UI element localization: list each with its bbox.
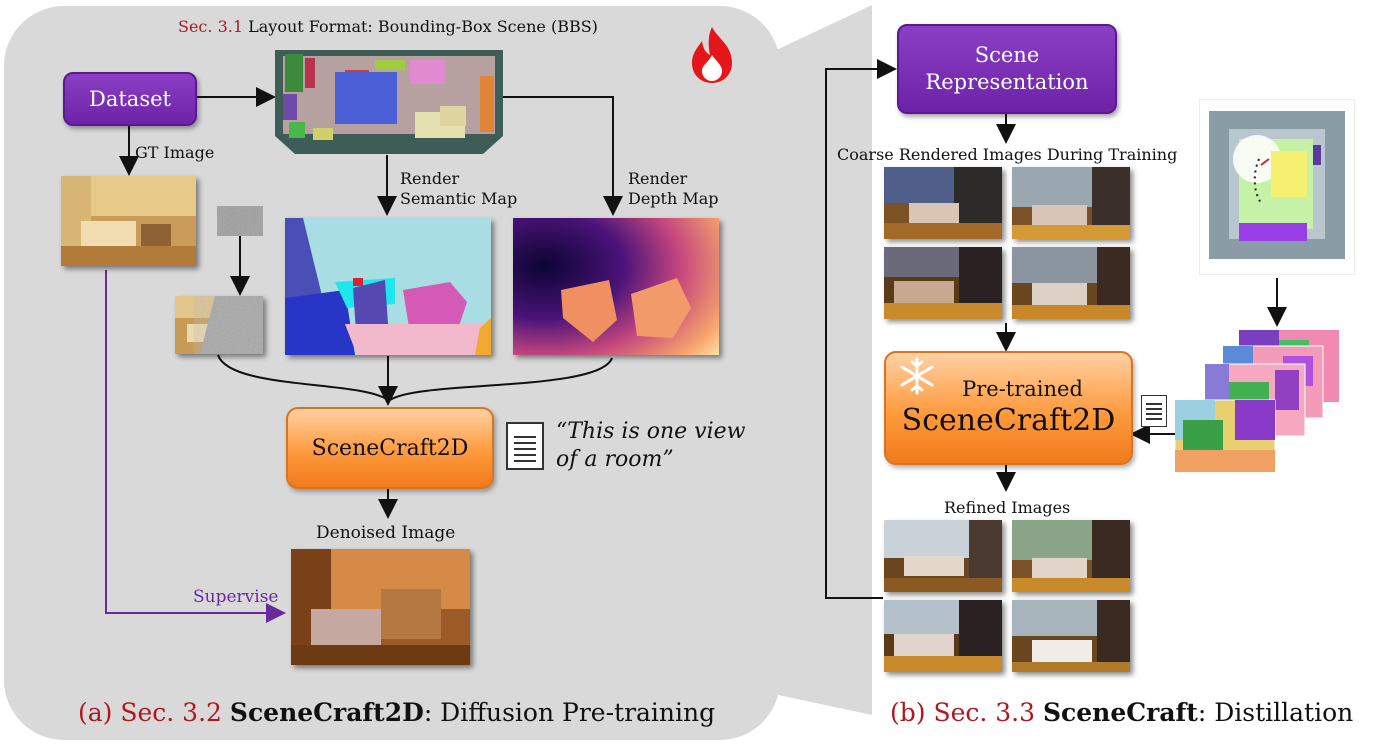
render-depth-line2: Depth Map <box>628 189 719 208</box>
render-depth-line1: Render <box>628 169 688 188</box>
prompt-line1: “This is one view <box>556 419 746 444</box>
noisy-image <box>175 296 263 354</box>
layout-format-text: Layout Format: Bounding-Box Scene (BBS) <box>248 17 598 36</box>
refined-image-2 <box>1012 520 1130 592</box>
coarse-image-3 <box>884 247 1002 319</box>
refined-images-label: Refined Images <box>944 498 1071 517</box>
snowflake-icon <box>900 357 934 395</box>
supervise-label: Supervise <box>193 587 279 607</box>
layout-format-sec: Sec. 3.1 <box>178 17 244 36</box>
caption-b: (b) Sec. 3.3 SceneCraft: Distillation <box>890 698 1353 727</box>
scene-rep-line2: Representation <box>925 70 1089 94</box>
scenecraft2d-label: SceneCraft2D <box>311 435 469 461</box>
stacked-condition-frames <box>1175 330 1339 472</box>
dataset-label: Dataset <box>89 87 171 111</box>
gt-image <box>61 176 196 266</box>
caption-b-suffix: : Distillation <box>1197 698 1354 727</box>
bbs-scene-image <box>275 50 503 154</box>
semantic-map-image <box>285 218 491 355</box>
caption-a: (a) Sec. 3.2 SceneCraft2D: Diffusion Pre… <box>78 698 715 727</box>
render-depth-label: Render Depth Map <box>628 169 719 209</box>
depth-map-image <box>513 218 719 355</box>
dataset-box: Dataset <box>63 72 197 126</box>
coarse-image-2 <box>1012 167 1130 239</box>
prompt-line2: of a room” <box>556 446 674 472</box>
gt-image-label: GT Image <box>135 143 215 162</box>
coarse-image-4 <box>1012 247 1130 319</box>
caption-b-bold: SceneCraft <box>1043 698 1198 727</box>
scene-rep-line1: Scene <box>974 42 1040 67</box>
layout-format-title: Sec. 3.1 Layout Format: Bounding-Box Sce… <box>178 17 598 37</box>
render-semantic-label: Render Semantic Map <box>400 169 517 209</box>
refined-image-1 <box>884 520 1002 592</box>
render-semantic-line1: Render <box>400 169 460 188</box>
pretrained-line1: Pre-trained <box>962 377 1083 402</box>
caption-b-prefix: (b) Sec. 3.3 <box>890 698 1036 727</box>
caption-a-bold: SceneCraft2D <box>229 698 424 727</box>
coarse-image-1 <box>884 167 1002 239</box>
coarse-images-label: Coarse Rendered Images During Training <box>837 145 1178 164</box>
denoised-image-label: Denoised Image <box>316 523 456 543</box>
fire-icon <box>692 27 732 83</box>
document-icon <box>506 422 544 470</box>
top-down-layout-image <box>1199 99 1355 275</box>
prompt-text: “This is one view of a room” <box>556 418 745 473</box>
scene-representation-box: Scene Representation <box>897 24 1117 114</box>
caption-a-suffix: : Diffusion Pre-training <box>423 698 716 727</box>
denoised-image <box>291 549 470 665</box>
refined-image-4 <box>1012 600 1130 672</box>
document-icon-small <box>1141 395 1167 427</box>
noise-patch <box>217 206 263 236</box>
refined-image-3 <box>884 600 1002 672</box>
caption-a-prefix: (a) Sec. 3.2 <box>78 698 222 727</box>
render-semantic-line2: Semantic Map <box>400 189 518 208</box>
pretrained-line2: SceneCraft2D <box>901 403 1116 439</box>
scenecraft2d-box: SceneCraft2D <box>286 407 494 489</box>
